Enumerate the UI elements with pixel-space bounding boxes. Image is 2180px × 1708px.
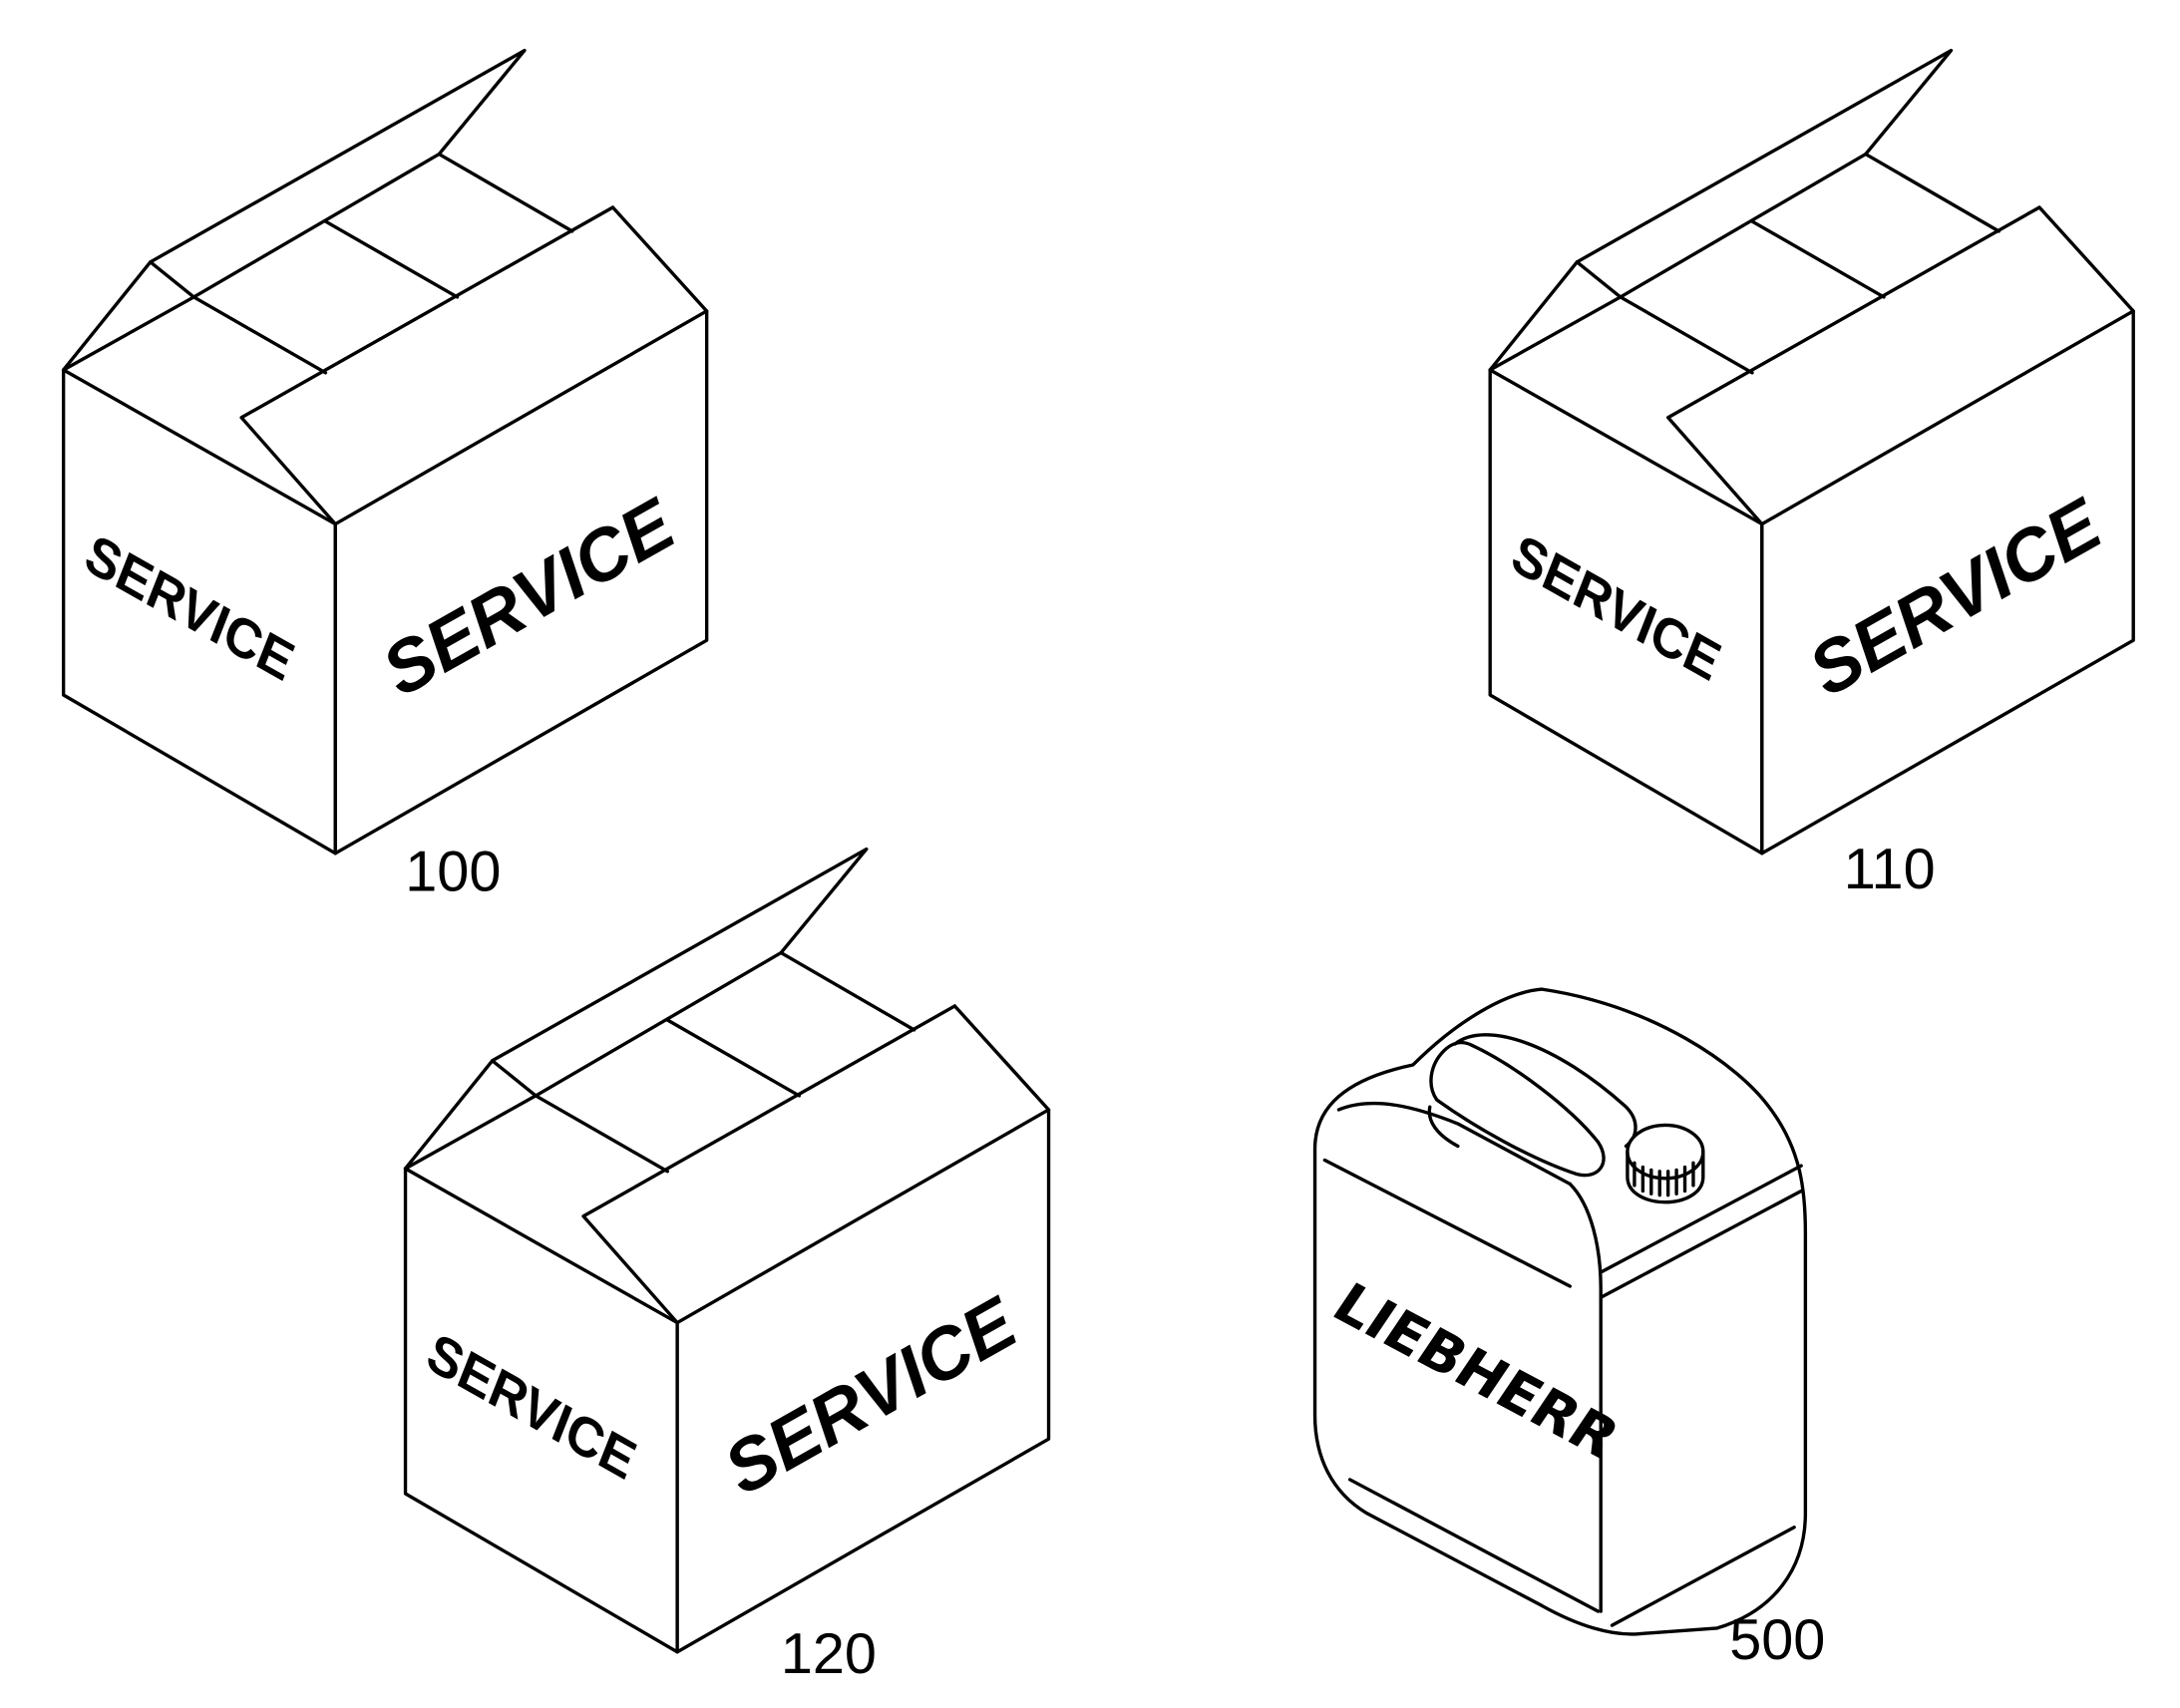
service-box-100: SERVICE SERVICE 100 bbox=[61, 48, 709, 904]
part-label-100: 100 bbox=[405, 841, 501, 904]
part-label-110: 110 bbox=[1844, 838, 1936, 901]
canister-500: LIEBHERR 500 bbox=[1312, 987, 1825, 1672]
part-label-500: 500 bbox=[1729, 1608, 1825, 1672]
part-label-120: 120 bbox=[781, 1622, 877, 1686]
service-box-110: SERVICE SERVICE 110 bbox=[1488, 48, 2135, 901]
service-box-120: SERVICE SERVICE 120 bbox=[403, 847, 1051, 1686]
